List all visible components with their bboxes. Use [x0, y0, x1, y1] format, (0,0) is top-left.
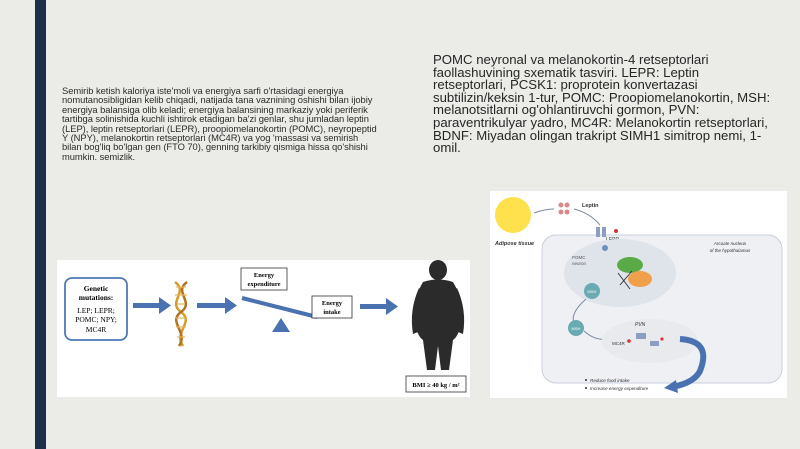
- pomc-neuron-label-1: POMC: [572, 255, 586, 260]
- pcsk1-protein-icon: [628, 271, 652, 287]
- msh-cell-icon: [568, 320, 584, 336]
- arrow-icon: [619, 270, 633, 286]
- arrow-icon: [133, 297, 171, 314]
- msh-label-1: MSH: [588, 289, 597, 294]
- arrow-icon: [573, 208, 601, 226]
- mc4r-label: MC4R: [612, 341, 626, 346]
- pomc-neuron-label-2: neuron: [572, 261, 587, 266]
- arcuate-label-1: Arcuate nucleus: [713, 241, 747, 246]
- energy-expenditure-label-1: Energy: [254, 272, 275, 279]
- genetic-line-1: LEP; LEPR;: [77, 306, 115, 315]
- leptin-label: Leptin: [582, 203, 599, 209]
- arrow-icon: [617, 272, 631, 290]
- energy-intake-label-1: Energy: [322, 300, 343, 307]
- adipose-tissue-label: Adipose tissue: [494, 241, 534, 247]
- bdnf-icon: [650, 341, 659, 346]
- energy-expenditure-box: [240, 267, 288, 291]
- bullet-1-text: Reduce food intake: [590, 378, 630, 383]
- mutation-marker-icon: [660, 337, 664, 341]
- bmi-label: BMI ≥ 40 kg / m²: [412, 382, 459, 389]
- mutation-marker-icon: [627, 339, 631, 343]
- pomc-pathway-figure: Adipose tissue Leptin LEPR Arcuate nucle…: [490, 191, 787, 398]
- msh-label-2: MSH: [572, 326, 581, 331]
- dna-helix-icon: [174, 280, 188, 347]
- msh-cell-icon: [584, 283, 600, 299]
- lepr-receptor-icon: [596, 227, 618, 237]
- energy-intake-box: [311, 295, 353, 319]
- pomc-protein-icon: [617, 257, 643, 273]
- genetic-title-1: Genetic: [84, 284, 109, 293]
- genetic-title-2: mutations:: [79, 293, 114, 302]
- figure-caption: POMC neyronal va melanokortin-4 retsepto…: [433, 52, 771, 156]
- energy-expenditure-label-2: expenditure: [247, 281, 280, 288]
- obese-person-silhouette: [411, 260, 465, 370]
- energy-intake-label-2: intake: [323, 309, 340, 316]
- slide-accent-bar: [35, 0, 46, 449]
- obesity-genetics-figure: Genetic mutations: LEP; LEPR; POMC; NPY;…: [57, 260, 470, 397]
- bmi-box: [405, 375, 467, 393]
- left-paragraph: Semirib ketish kaloriya iste'moli va ene…: [62, 85, 377, 162]
- genetic-line-2: POMC; NPY;: [75, 315, 117, 324]
- seesaw-icon: [241, 296, 318, 332]
- arrow-icon: [197, 297, 237, 314]
- plus-icon: [602, 245, 608, 251]
- bullet-icon: [585, 379, 587, 381]
- mc4r-receptor-icon: [636, 333, 646, 339]
- bullet-icon: [585, 387, 587, 389]
- arrow-icon: [533, 208, 555, 214]
- pomc-neuron-cell: [564, 239, 676, 307]
- arcuate-label-2: of the hypothalamus: [710, 248, 751, 253]
- arrow-head-icon: [664, 380, 678, 393]
- genetic-mutations-box: [64, 277, 128, 341]
- bullet-2-text: Increase energy expenditure: [590, 386, 649, 391]
- genetic-line-3: MC4R: [86, 325, 106, 334]
- leptin-molecule-icon: [558, 202, 570, 215]
- pvn-label: PVN: [635, 322, 646, 328]
- curved-arrow-icon: [671, 336, 707, 390]
- adipose-tissue-icon: [495, 197, 531, 233]
- arrow-icon: [360, 298, 398, 315]
